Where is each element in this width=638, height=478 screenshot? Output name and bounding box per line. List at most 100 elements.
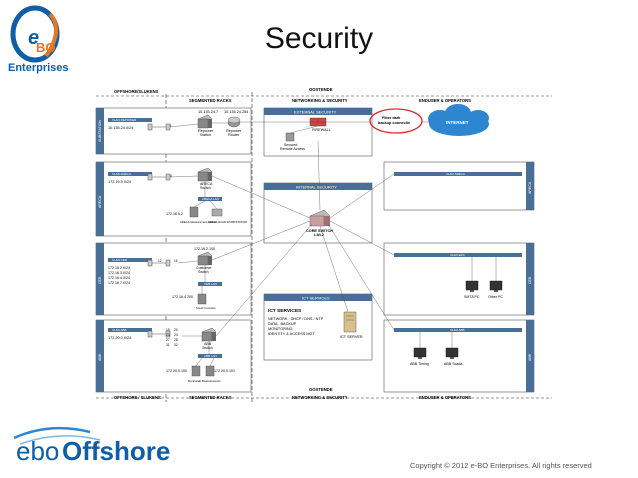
side-label-substation: SUBSTATION [98, 120, 102, 142]
areca-switch [197, 167, 213, 182]
external-security-label: EXTERNAL SECURITY [294, 109, 337, 114]
ict-line-2: DATA : BACKUP [268, 322, 297, 326]
subnet-ceb-1: 172.16.2.0/24 [108, 266, 130, 270]
fiber-label-1: Fiber dark [382, 116, 401, 120]
ict-line-1: NETWORK : DHCP / DNS / NTP [268, 317, 324, 321]
abb-port-2: 20 [174, 328, 178, 332]
footer-segmented-racks: SEGMENTED RACKS [189, 395, 232, 400]
ceb-ip: 172.16.2.100 [194, 247, 215, 251]
vlan-abb-label: VLAN ABB [112, 328, 127, 332]
abb-ip1: 172.20.0.100 [166, 369, 187, 373]
right-side-label-areca: ARECA [528, 181, 532, 194]
side-label-abb: ABB [98, 353, 102, 361]
core-switch-label: CORE SWITCH [306, 229, 333, 233]
areca-switch-label-1: ARECA [200, 182, 213, 186]
footer-enduser: ENDUSER & OPERATORS [419, 395, 471, 400]
abb-port-1: 19 [166, 328, 170, 332]
ceb-switch-label-1: Customer [196, 266, 212, 270]
abb-switch-label-2: Switch [202, 346, 213, 350]
areca-ip: 172.16.5.2 [166, 212, 183, 216]
subnet-ceb-3: 172.16.4.0/24 [108, 276, 130, 280]
footer-offshore: OFFSHORE / SLUKENS [114, 395, 161, 400]
row-substation: SUBSTATION VLAN REPOWER 10.135.24.0/24 [95, 107, 252, 155]
network-diagram: OFFSHORE/SLUKENS SEGMENTED RACKS OOSTEND… [95, 87, 552, 402]
firewall-label: FIREWALL [312, 128, 331, 132]
subnet-ceb-4: 172.16.7.0/24 [108, 281, 130, 285]
right-panel-areca: ARECA VLAN ARECA [383, 161, 535, 211]
areca-lan-bar [198, 197, 222, 201]
ceb-smart-counter-icon [197, 293, 207, 305]
repower-switch-label-2: Switch [200, 133, 211, 137]
areca-switch-label-2: Switch [200, 186, 211, 190]
ict-services-header-label: ICT SERVICES [302, 295, 330, 300]
ceb-ip2: 172.16.4.200 [172, 295, 193, 299]
abb-port-4: 24 [174, 333, 178, 337]
repower-switch-label-1: Repower [198, 129, 214, 133]
right-vlan-abb: VLAN ABB [450, 328, 465, 332]
abb-node-2: Measurements [202, 379, 221, 383]
smta-pc-label: SMTA PC [464, 295, 480, 299]
right-panel-ceb: CEB VLAN EPC [383, 242, 535, 316]
logo-enterprises-text: Enterprises [8, 62, 69, 74]
fiber-highlight-circle [369, 108, 423, 134]
right-vlan-areca: VLAN ARECA [446, 172, 465, 176]
port-num-1: 1 [170, 124, 172, 128]
side-label-ceb: CEB [98, 276, 102, 284]
core-switch-links [211, 140, 395, 337]
repower-router-label-1: Repower [226, 129, 242, 133]
areca-server-icon [189, 206, 199, 218]
row-abb: ABB VLAN ABB 172.20.0.0/24 [95, 319, 252, 393]
remote-access-label: Remote Access [280, 147, 305, 151]
internal-security-label: INTERNAL SECURITY [296, 184, 337, 189]
internal-security-header [264, 183, 372, 190]
other-pc-label: Other PC [488, 295, 503, 299]
subnet-ceb-2: 172.16.3.0/24 [108, 271, 130, 275]
fiber-label-2: backup connectie [378, 121, 410, 125]
right-panel-abb: ABB VLAN ABB [383, 319, 535, 393]
areca-node-1: ARECA Measurement Server [180, 220, 216, 224]
firewall-icon [309, 117, 327, 127]
abb-scada-label: ABB Scada [444, 362, 462, 366]
ceb-switch-label-2: Switch [198, 270, 209, 274]
header-offshore: OFFSHORE/SLUKENS [114, 89, 159, 94]
right-side-label-ceb: CEB [528, 276, 532, 284]
footer-oostende: OOSTENDE [309, 387, 333, 392]
abb-measure-icon [205, 365, 215, 377]
areca-lan-label: ARECA LAN [202, 197, 219, 201]
ict-services-header [264, 294, 372, 301]
side-label-areca: ARECA [98, 195, 102, 208]
abb-lan-label: ABB LAN [204, 354, 217, 358]
repower-router-label-2: Router [228, 133, 240, 137]
external-security-panel [263, 107, 373, 157]
subnet-repower: 10.135.24.0/24 [108, 126, 133, 130]
abb-switch-label-1: ABB [204, 342, 212, 346]
ict-server-icon [343, 311, 357, 333]
header-oostende: OOSTENDE [309, 87, 333, 92]
remote-access-icon [285, 132, 295, 142]
port-num-2: 4 [170, 174, 172, 178]
row-areca: ARECA VLAN ARECA 172.16.5.0/24 [95, 161, 252, 237]
abb-lan-bar [198, 354, 222, 358]
port-num-4: 16 [174, 259, 178, 263]
vlan-ceb-label: VLAN CEB [112, 258, 127, 262]
abb-node-1: Monitorlab [188, 379, 202, 383]
areca-workstation-icon [211, 208, 223, 217]
vlan-areca-label: VLAN ARECA [112, 172, 131, 176]
external-security-header [264, 108, 372, 115]
abb-port-3: 23 [166, 333, 170, 337]
logo-bo-text: BO [36, 40, 56, 55]
ebo-enterprises-logo: e BO Enterprises [8, 5, 69, 74]
right-side-label-abb: ABB [528, 353, 532, 361]
logo-ebo-text: ebo [16, 436, 59, 466]
ict-line-3: MONITORING [268, 327, 293, 331]
logo-offshore-text: Offshore [62, 436, 170, 466]
core-switch-icon [309, 209, 331, 227]
abb-port-7: 31 [166, 343, 170, 347]
ceb-node-label: Smart Counters [196, 306, 216, 310]
secured-label: Secured [284, 143, 297, 147]
footer-networking: NETWORKING & SECURITY [292, 395, 348, 400]
ceb-switch [197, 251, 213, 266]
abb-port-6: 28 [174, 338, 178, 342]
ceb-lan-bar [198, 282, 222, 286]
row-ceb: CEB VLAN CEB 172.16.2.0/24 172.16.3.0/24… [95, 242, 252, 316]
